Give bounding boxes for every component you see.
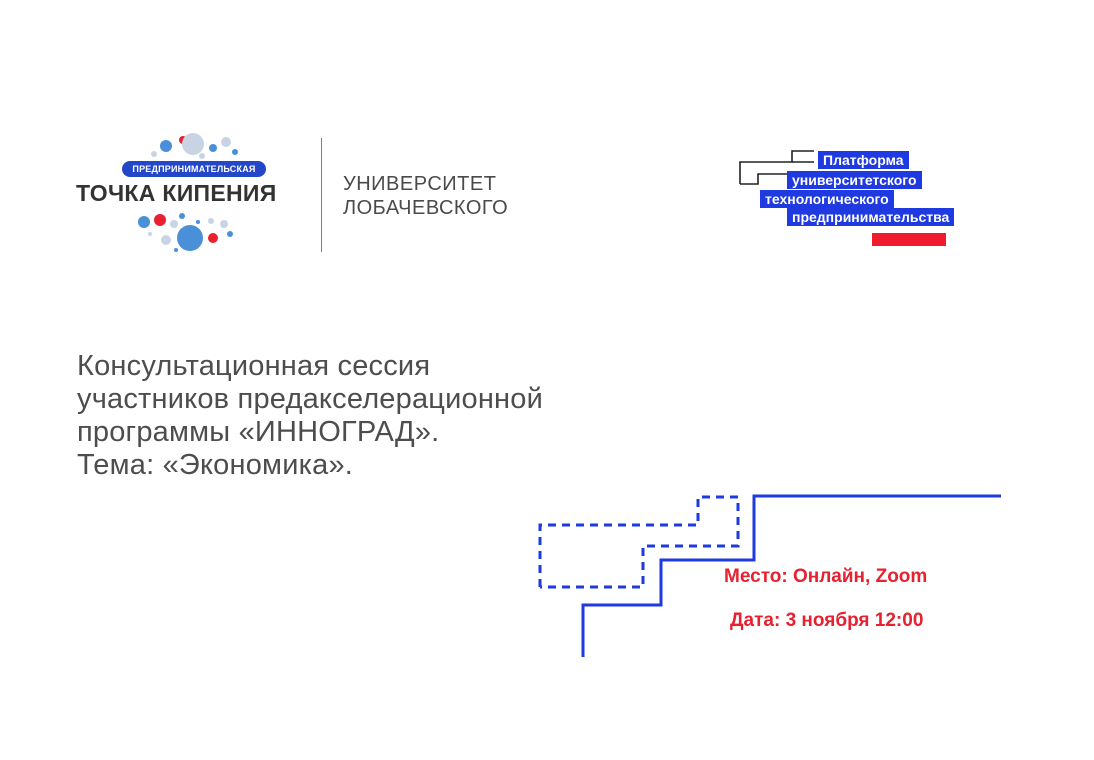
platform-line-4: предпринимательства [787,208,955,226]
session-title-line-4: Тема: «Экономика». [77,449,354,481]
platform-stairs-icon [739,150,814,185]
platform-red-bar [872,233,946,246]
session-title-line-2: участников предакселерационной [77,383,543,415]
staircase-decoration [538,494,1001,657]
tk-logo-title: ТОЧКА КИПЕНИЯ [76,180,277,206]
university-name: УНИВЕРСИТЕТ ЛОБАЧЕВСКОГО [343,172,508,220]
session-title-line-3: программы «ИННОГРАД». [77,416,440,448]
platform-line-1: Платформа [818,151,909,169]
platform-line-3: технологического [760,190,894,208]
tk-pill-label: ПРЕДПРИНИМАТЕЛЬСКАЯ [122,161,266,177]
session-title-line-1: Консультационная сессия [77,350,431,382]
university-line-2: ЛОБАЧЕВСКОГО [343,197,509,219]
event-date: Дата: 3 ноября 12:00 [730,610,924,631]
tochka-kipeniya-logo: ПРЕДПРИНИМАТЕЛЬСКАЯ ТОЧКА КИПЕНИЯ [70,128,310,258]
logo-divider [321,138,322,252]
event-place: Место: Онлайн, Zoom [724,566,928,587]
platform-line-2: университетского [787,171,922,189]
bubbles-icon [138,133,238,252]
university-line-1: УНИВЕРСИТЕТ [343,173,497,195]
session-title: Консультационная сессия участников преда… [77,350,717,482]
